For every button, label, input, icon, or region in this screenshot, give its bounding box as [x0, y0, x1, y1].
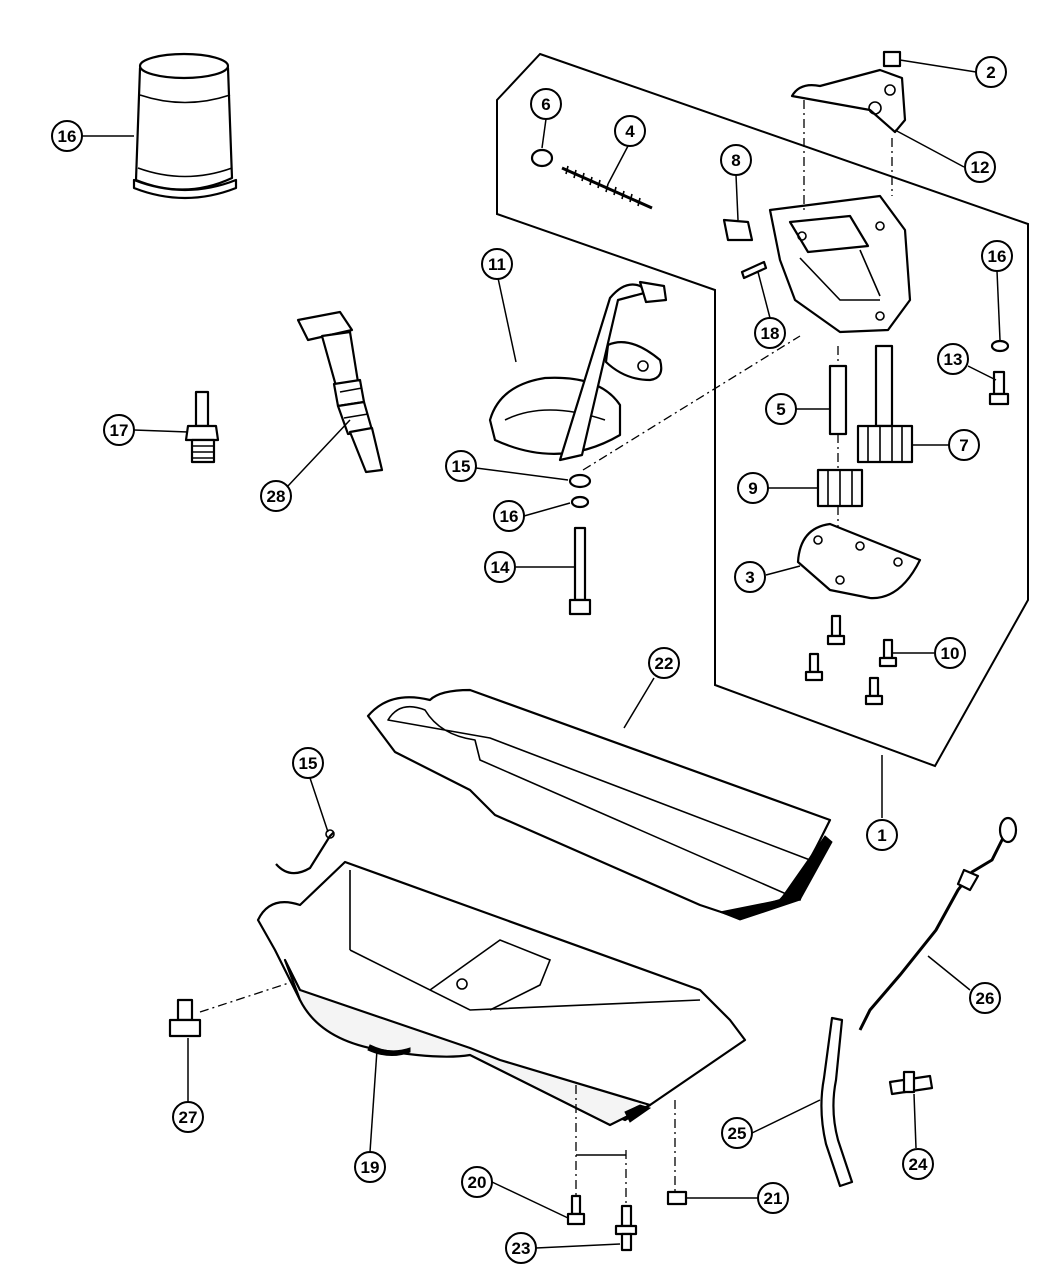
callout-20-label: 20 [468, 1173, 487, 1192]
callout-27: 27 [172, 1101, 204, 1133]
oil-pan-clip [275, 829, 335, 875]
callout-18-label: 18 [761, 324, 780, 343]
callout-28: 28 [260, 480, 292, 512]
dipstick-tube [820, 1016, 854, 1188]
dipstick [858, 816, 1018, 1031]
oil-filter [132, 52, 238, 200]
callout-18: 18 [754, 317, 786, 349]
tube-fitting [888, 1070, 934, 1096]
callout-7-label: 7 [959, 436, 968, 455]
callout-9: 9 [737, 472, 769, 504]
oil-pump-drive-shaft [296, 310, 384, 474]
relief-valve-spring [561, 165, 653, 210]
callout-8-label: 8 [731, 151, 740, 170]
callout-23: 23 [505, 1232, 537, 1264]
pump-bolt-right [988, 370, 1010, 406]
oil-pump-cover [796, 522, 922, 600]
callout-11: 11 [481, 248, 513, 280]
callout-28-label: 28 [267, 487, 286, 506]
callout-16-right-label: 16 [988, 247, 1007, 266]
callout-1-label: 1 [877, 826, 886, 845]
callout-16-right: 16 [981, 240, 1013, 272]
callout-27-label: 27 [179, 1108, 198, 1127]
callout-14: 14 [484, 551, 516, 583]
callout-6-label: 6 [541, 95, 550, 114]
callout-23-label: 23 [512, 1239, 531, 1258]
callout-17-label: 17 [110, 421, 129, 440]
cover-bolts [804, 614, 898, 706]
oil-pump-assembly-panel [496, 52, 1029, 768]
callout-24-label: 24 [909, 1155, 928, 1174]
callout-12: 12 [964, 151, 996, 183]
pump-gasket-flange [790, 68, 907, 134]
relief-valve [722, 218, 754, 242]
callout-17: 17 [103, 414, 135, 446]
pump-washer-right [990, 339, 1010, 353]
callout-2-label: 2 [986, 63, 995, 82]
callout-25-label: 25 [728, 1124, 747, 1143]
relief-valve-plug [530, 148, 554, 168]
callout-25: 25 [721, 1117, 753, 1149]
callout-12-label: 12 [971, 158, 990, 177]
callout-3-label: 3 [745, 568, 754, 587]
callout-5-label: 5 [776, 400, 785, 419]
callout-21: 21 [757, 1182, 789, 1214]
callout-2: 2 [975, 56, 1007, 88]
callout-21-label: 21 [764, 1189, 783, 1208]
callout-14-label: 14 [491, 558, 510, 577]
centerlines [199, 100, 893, 1206]
callout-6: 6 [530, 88, 562, 120]
pickup-washers [568, 473, 592, 509]
oil-pan [256, 860, 747, 1127]
callout-16-pickup: 16 [493, 500, 525, 532]
oil-pressure-sender [184, 390, 220, 464]
callout-26-label: 26 [976, 989, 995, 1008]
callout-4: 4 [614, 115, 646, 147]
callout-9-label: 9 [748, 479, 757, 498]
callout-15-pickup: 15 [445, 450, 477, 482]
oil-pan-gasket [366, 688, 833, 921]
callout-1: 1 [866, 819, 898, 851]
callout-13: 13 [937, 343, 969, 375]
callout-20: 20 [461, 1166, 493, 1198]
callout-3: 3 [734, 561, 766, 593]
oil-pan-stud [614, 1204, 638, 1252]
callout-7: 7 [948, 429, 980, 461]
callout-19-label: 19 [361, 1158, 380, 1177]
pump-bolt-top [882, 50, 902, 68]
callout-11-label: 11 [488, 255, 506, 274]
callout-26: 26 [969, 982, 1001, 1014]
roll-pin [740, 260, 768, 280]
pickup-bolt [568, 526, 592, 616]
drain-plug [168, 998, 202, 1038]
callout-22: 22 [648, 647, 680, 679]
idler-gear [816, 468, 864, 508]
callout-10-label: 10 [941, 644, 960, 663]
oil-pickup-tube-screen [488, 280, 668, 462]
callout-22-label: 22 [655, 654, 674, 673]
oil-pan-bolt [566, 1194, 586, 1226]
leader-lines [82, 59, 1001, 1249]
callout-4-label: 4 [625, 122, 635, 141]
drive-shaft-gear [856, 344, 914, 464]
callout-16-filter: 16 [51, 120, 83, 152]
callout-15-clip: 15 [292, 747, 324, 779]
oil-pump-body [768, 194, 912, 334]
callout-10: 10 [934, 637, 966, 669]
callout-13-label: 13 [944, 350, 963, 369]
oil-pan-nut [666, 1190, 688, 1206]
callout-8: 8 [720, 144, 752, 176]
callout-24: 24 [902, 1148, 934, 1180]
callout-15-clip-label: 15 [299, 754, 318, 773]
callout-5: 5 [765, 393, 797, 425]
idler-shaft [828, 364, 848, 436]
callout-16-filter-label: 16 [58, 127, 77, 146]
callout-16-pickup-label: 16 [500, 507, 519, 526]
callout-15-pickup-label: 15 [452, 457, 471, 476]
callout-19: 19 [354, 1151, 386, 1183]
